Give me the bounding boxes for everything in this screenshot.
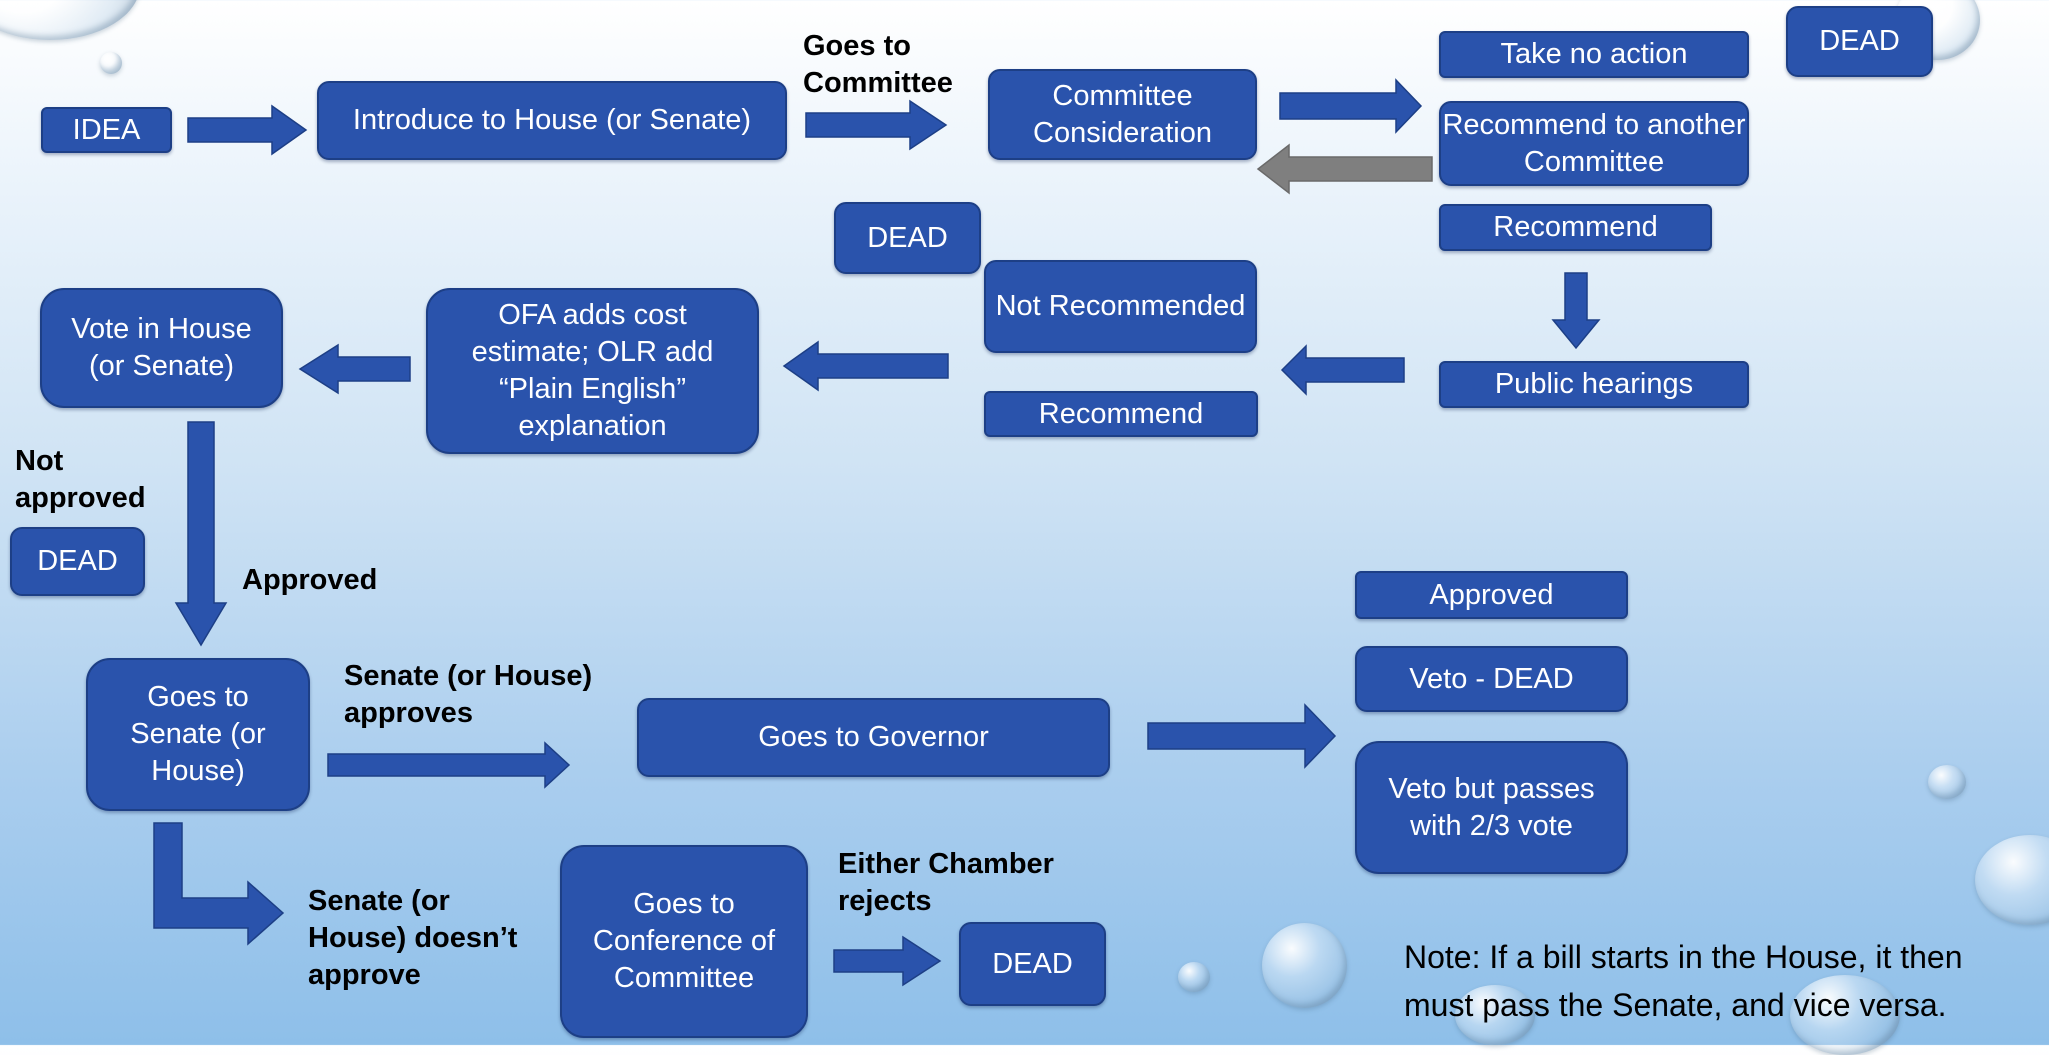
approved-label: Approved <box>242 564 378 596</box>
senate-approves-label: Senate (or House) approves <box>344 660 593 729</box>
idea-box: IDEA <box>41 107 172 153</box>
droplet-decoration <box>1928 765 1966 799</box>
conference-box: Goes to Conference of Committee <box>560 845 808 1038</box>
vote-box: Vote in House (or Senate) <box>40 288 283 408</box>
droplet-decoration <box>1178 962 1210 992</box>
arrow-to-ofa <box>782 340 949 392</box>
arrow-recommend-down <box>1551 272 1601 350</box>
dead-top-box: DEAD <box>1786 6 1933 77</box>
footnote: Note: If a bill starts in the House, it … <box>1404 939 1963 1023</box>
committee-consideration-box: Committee Consideration <box>988 69 1257 160</box>
approved-box: Approved <box>1355 571 1628 619</box>
arrow-return-to-committee <box>1256 143 1433 195</box>
dead-bottom-box: DEAD <box>959 922 1106 1006</box>
arrow-senate-approves <box>327 741 571 789</box>
recommend-top-box: Recommend <box>1439 204 1712 251</box>
governor-box: Goes to Governor <box>637 698 1110 777</box>
arrow-idea-to-introduce <box>187 104 308 156</box>
droplet-decoration <box>1262 923 1347 1008</box>
arrow-introduce-to-committee <box>805 99 948 151</box>
arrow-vote-down <box>174 421 228 647</box>
introduce-box: Introduce to House (or Senate) <box>317 81 787 160</box>
arrow-conference-to-dead <box>833 935 942 987</box>
recommend-another-committee-box: Recommend to another Committee <box>1439 101 1749 186</box>
public-hearings-box: Public hearings <box>1439 361 1749 408</box>
ofa-olr-box: OFA adds cost estimate; OLR add “Plain E… <box>426 288 759 454</box>
arrow-hearings-to-committee <box>1280 344 1405 396</box>
arrow-governor-outcomes <box>1147 703 1337 769</box>
recommend-mid-box: Recommend <box>984 391 1258 437</box>
arrow-committee-to-options <box>1279 78 1423 134</box>
arrow-ofa-to-vote <box>298 343 411 395</box>
arrow-to-conference <box>153 822 285 946</box>
either-chamber-rejects-label: Either Chamber rejects <box>838 848 1054 917</box>
veto-passes-box: Veto but passes with 2/3 vote <box>1355 741 1628 874</box>
senate-doesnt-approve-label: Senate (or House) doesn’t approve <box>308 885 518 991</box>
veto-dead-box: Veto - DEAD <box>1355 646 1628 712</box>
take-no-action-box: Take no action <box>1439 31 1749 78</box>
droplet-decoration <box>100 52 122 74</box>
goes-to-committee-label: Goes to Committee <box>803 30 953 99</box>
dead-left-box: DEAD <box>10 527 145 596</box>
droplet-decoration <box>1455 985 1535 1045</box>
droplet-decoration <box>1790 975 1900 1055</box>
dead-mid-box: DEAD <box>834 202 981 274</box>
not-approved-label: Not approved <box>15 445 146 514</box>
goes-to-senate-box: Goes to Senate (or House) <box>86 658 310 811</box>
not-recommended-box: Not Recommended <box>984 260 1257 353</box>
